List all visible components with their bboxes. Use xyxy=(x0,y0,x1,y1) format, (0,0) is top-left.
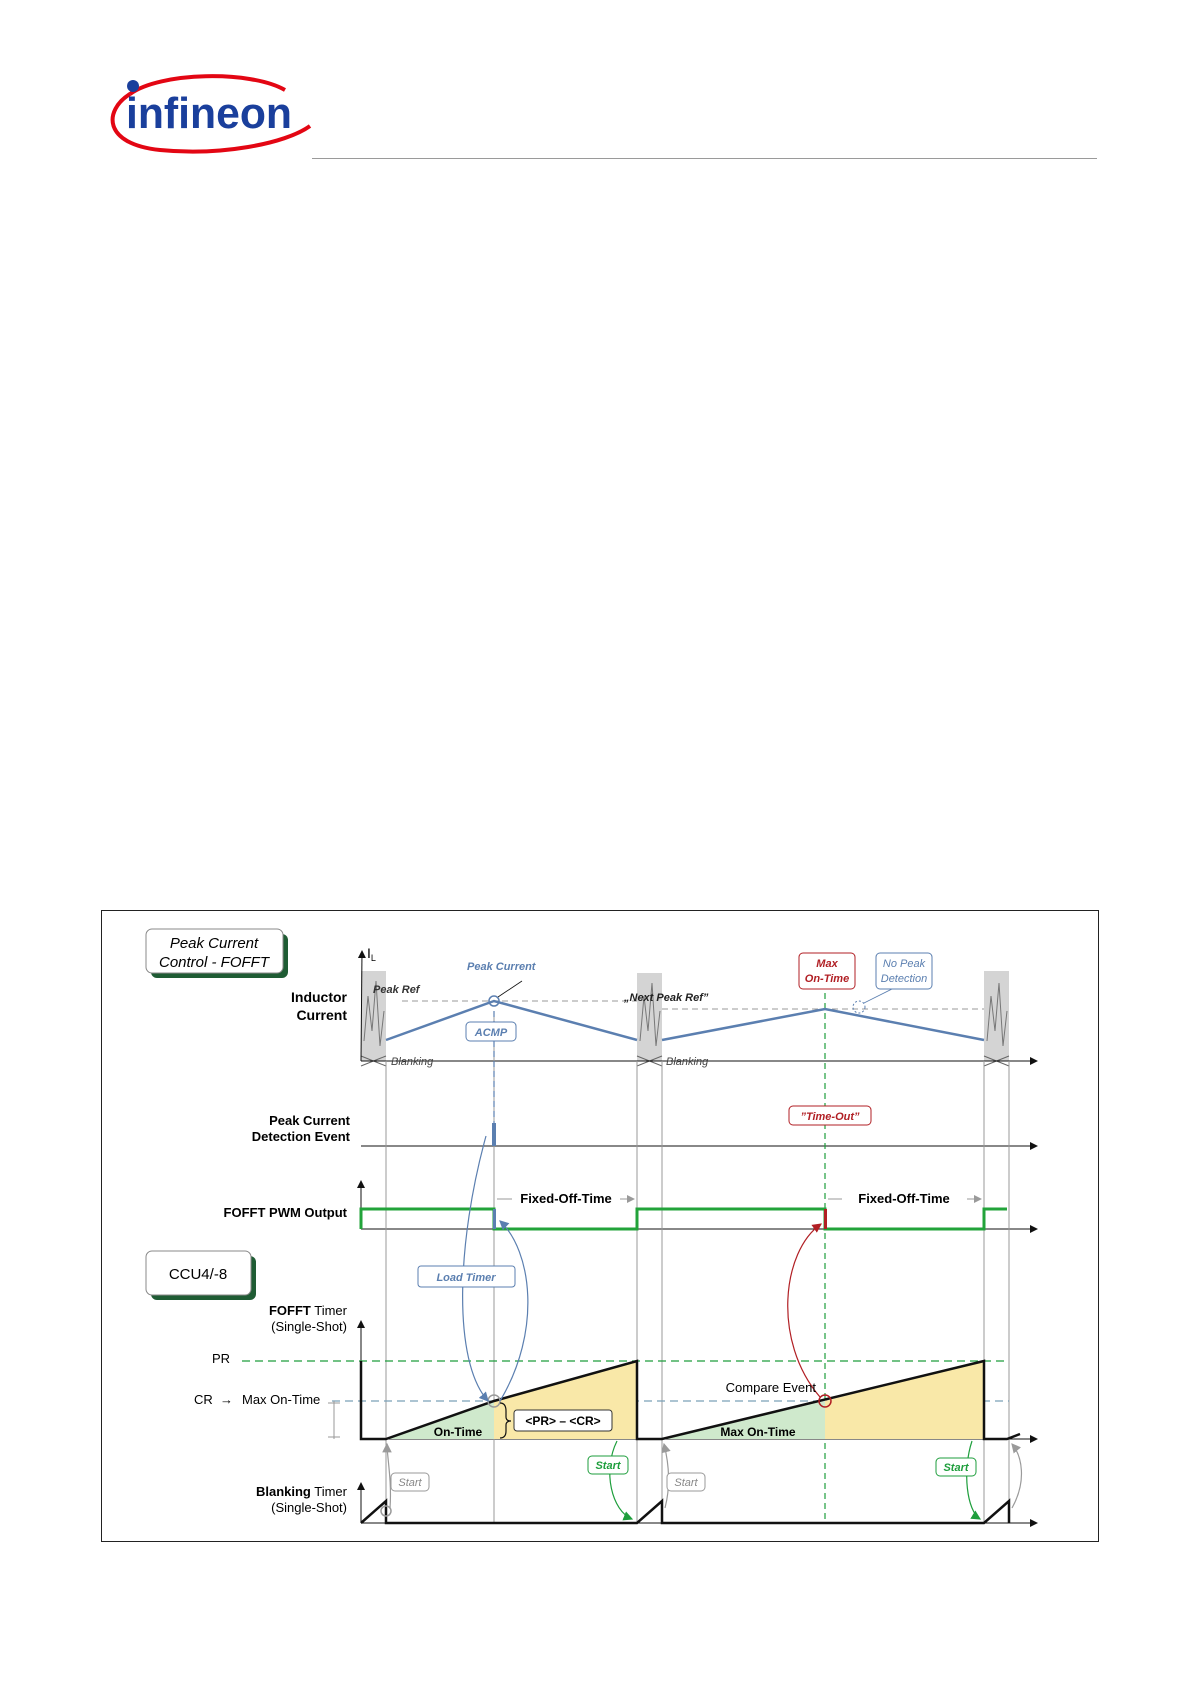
svg-text:”Time-Out”: ”Time-Out” xyxy=(800,1111,860,1123)
svg-text:ACMP: ACMP xyxy=(474,1027,508,1039)
pwm-off-arrow xyxy=(499,1220,529,1402)
inductor-current-waveform xyxy=(385,999,985,1042)
svg-text:Start: Start xyxy=(398,1477,422,1489)
start-arrow-4 xyxy=(661,1442,671,1509)
pr-cr-brace xyxy=(499,1402,512,1439)
blanking-start-marker xyxy=(380,1505,392,1517)
time-out-box: ”Time-Out” xyxy=(788,1105,872,1126)
pwm-cutoff-red xyxy=(824,1209,827,1229)
peak-ref-label: Peak Ref xyxy=(373,984,421,996)
header-rule xyxy=(312,158,1097,159)
row-label-peak-event-2: Detection Event xyxy=(252,1129,351,1144)
blanking-label-1: Blanking xyxy=(391,1056,434,1068)
start-box-2: Start xyxy=(587,1455,629,1475)
post-compare-area xyxy=(825,1361,984,1439)
svg-text:No Peak: No Peak xyxy=(883,958,926,970)
cr-arrow-glyph: → xyxy=(220,1392,233,1407)
compare-event-marker xyxy=(818,1394,832,1408)
blanking-timer-waveform xyxy=(360,1498,1011,1525)
pr-cr-box: <PR> – <CR> xyxy=(513,1409,613,1432)
acmp-box: ACMP xyxy=(465,1021,517,1042)
no-peak-pointer xyxy=(863,988,893,1004)
level-indicator xyxy=(328,1401,340,1439)
svg-text:<PR> – <CR>: <PR> – <CR> xyxy=(525,1414,600,1428)
svg-text:Load Timer: Load Timer xyxy=(436,1272,496,1284)
start-arrow-1 xyxy=(609,1440,634,1521)
title-line2: Control - FOFFT xyxy=(159,954,271,971)
compare-event-label: Compare Event xyxy=(726,1380,817,1395)
svg-text:Start: Start xyxy=(674,1477,698,1489)
pwm-output-waveform xyxy=(359,1207,1007,1231)
svg-text:Start: Start xyxy=(943,1462,969,1474)
title-line1: Peak Current xyxy=(170,935,259,952)
row-label-inductor-1: Inductor xyxy=(291,989,348,1005)
row-label-peak-event-1: Peak Current xyxy=(269,1113,351,1128)
peak-ref-pointer xyxy=(497,980,523,998)
row-label-fofft-timer-2: (Single-Shot) xyxy=(271,1319,347,1334)
fixed-off-time-label-2: Fixed-Off-Time xyxy=(858,1191,950,1206)
ccu-box: CCU4/-8 xyxy=(145,1250,256,1300)
max-on-time-area-label: Max On-Time xyxy=(720,1425,795,1439)
compare-arrow xyxy=(787,1223,822,1398)
title-box: Peak Current Control - FOFFT xyxy=(145,928,288,978)
logo-swoosh-top xyxy=(128,74,286,96)
logo-swoosh xyxy=(110,92,312,154)
svg-text:On-Time: On-Time xyxy=(805,973,849,985)
max-on-time-level-label: Max On-Time xyxy=(242,1392,320,1407)
logo-dot xyxy=(127,80,139,92)
row-label-blanking-timer-2: (Single-Shot) xyxy=(271,1500,347,1515)
logo-text: infineon xyxy=(126,89,292,138)
row-label-inductor-2: Current xyxy=(296,1007,347,1023)
load-timer-box: Load Timer xyxy=(417,1265,516,1288)
start-arrow-2 xyxy=(966,1440,982,1520)
no-peak-detection-box: No Peak Detection xyxy=(875,952,933,990)
start-box-3: Start xyxy=(666,1472,706,1492)
pwm-cutoff-blue xyxy=(493,1209,496,1229)
svg-text:Max: Max xyxy=(816,958,838,970)
ccu-label: CCU4/-8 xyxy=(169,1266,227,1283)
start-box-1: Start xyxy=(390,1472,430,1492)
svg-text:Start: Start xyxy=(595,1460,621,1472)
reference-lines xyxy=(242,983,1009,1523)
blanking-label-2: Blanking xyxy=(666,1056,709,1068)
timing-diagram-figure: Peak Current Control - FOFFT CCU4/-8 Ind… xyxy=(101,910,1099,1542)
next-peak-ref-label: „Next Peak Ref” xyxy=(623,992,709,1004)
load-timer-arrow xyxy=(462,1135,489,1402)
max-on-time-box: Max On-Time xyxy=(798,952,856,990)
timing-diagram: Peak Current Control - FOFFT CCU4/-8 Ind… xyxy=(145,928,1038,1527)
start-arrow-5 xyxy=(1011,1443,1023,1509)
blanking-spikes xyxy=(363,980,1008,1047)
start-box-4: Start xyxy=(935,1457,977,1477)
no-peak-marker xyxy=(852,1000,866,1014)
peak-current-marker xyxy=(488,995,500,1007)
peak-event-pulse xyxy=(492,1123,496,1146)
axis-il-label: IL xyxy=(367,945,376,963)
svg-text:Detection: Detection xyxy=(881,973,927,985)
peak-current-label: Peak Current xyxy=(467,961,537,973)
row-label-blanking-timer-1: Blanking Timer xyxy=(256,1484,348,1499)
pr-label: PR xyxy=(212,1351,230,1366)
infineon-logo: infineon xyxy=(110,74,312,154)
fofft-timer-waveform xyxy=(359,1359,1021,1441)
row-label-pwm: FOFFT PWM Output xyxy=(224,1205,348,1220)
fixed-off-time-label-1: Fixed-Off-Time xyxy=(520,1191,612,1206)
on-time-label: On-Time xyxy=(434,1425,483,1439)
cr-label: CR xyxy=(194,1392,213,1407)
start-arrow-3 xyxy=(382,1442,392,1509)
row-label-fofft-timer-1: FOFFT Timer xyxy=(269,1303,348,1318)
